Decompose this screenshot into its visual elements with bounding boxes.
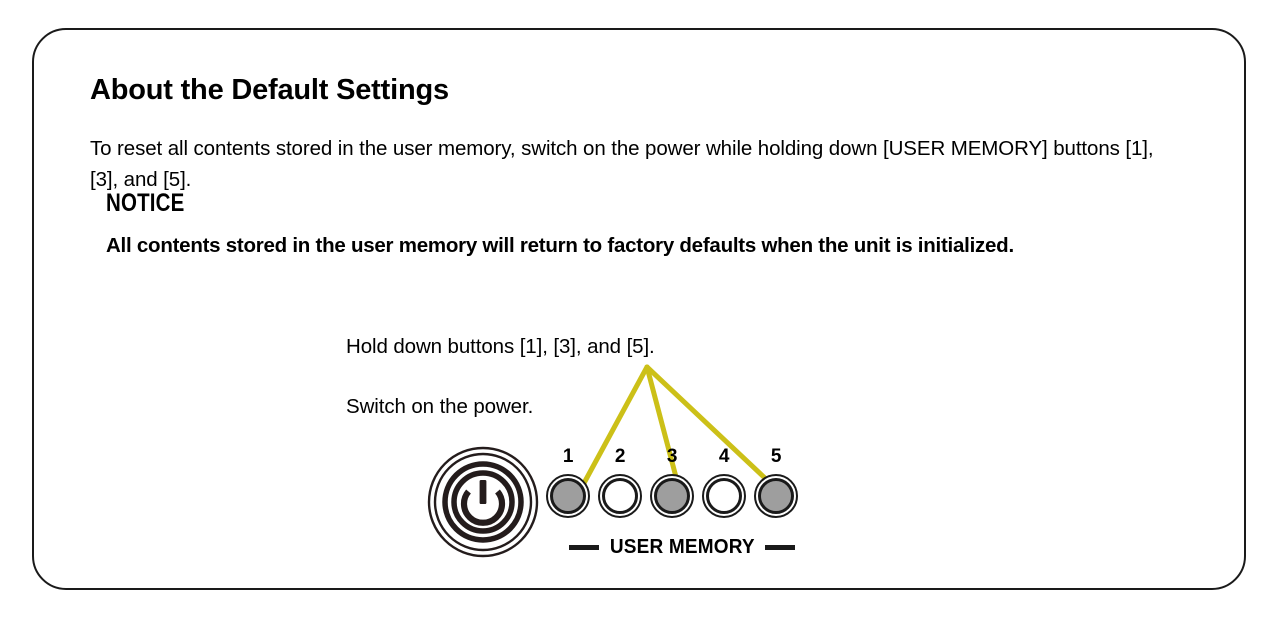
- label-rule-left: [568, 544, 599, 550]
- button-ring-outer: [598, 474, 642, 518]
- leader-line-to-button-3: [644, 364, 684, 499]
- button-ring-inner: [758, 478, 794, 514]
- power-symbol-icon: [427, 446, 539, 558]
- user-memory-number-1: 1: [562, 446, 574, 467]
- user-memory-panel: 1 2 3 4 5: [546, 442, 818, 572]
- user-memory-number-2: 2: [614, 446, 626, 467]
- label-rule-right: [765, 544, 796, 550]
- user-memory-button-3[interactable]: [650, 474, 694, 518]
- user-memory-number-3: 3: [666, 446, 678, 467]
- user-memory-button-2[interactable]: [598, 474, 642, 518]
- power-button[interactable]: [427, 446, 539, 558]
- button-ring-outer: [650, 474, 694, 518]
- callout-switch-power: Switch on the power.: [346, 395, 534, 418]
- intro-paragraph: To reset all contents stored in the user…: [90, 136, 1154, 191]
- button-ring-outer: [754, 474, 798, 518]
- leader-line-to-button-5: [644, 364, 787, 499]
- leader-lines: [574, 364, 787, 499]
- notice-heading: NOTICE: [106, 189, 185, 217]
- button-ring-outer: [546, 474, 590, 518]
- user-memory-button-1[interactable]: [546, 474, 590, 518]
- callout-hold-buttons: Hold down buttons [1], [3], and [5].: [346, 335, 655, 358]
- illustration: Hold down buttons [1], [3], and [5]. Swi…: [34, 30, 1248, 592]
- button-ring-inner: [602, 478, 638, 514]
- user-memory-number-4: 4: [718, 446, 730, 467]
- button-ring-inner: [550, 478, 586, 514]
- notice-block: NOTICE All contents stored in the user m…: [106, 189, 1216, 260]
- button-ring-outer: [702, 474, 746, 518]
- user-memory-number-5: 5: [770, 446, 782, 467]
- leader-line-to-button-1: [574, 364, 650, 499]
- button-ring-inner: [654, 478, 690, 514]
- button-ring-inner: [706, 478, 742, 514]
- user-memory-button-5[interactable]: [754, 474, 798, 518]
- page-title: About the Default Settings: [90, 74, 449, 107]
- notice-body: All contents stored in the user memory w…: [106, 233, 1014, 257]
- user-memory-button-4[interactable]: [702, 474, 746, 518]
- content-panel: About the Default Settings To reset all …: [32, 28, 1246, 590]
- user-memory-label: USER MEMORY: [609, 535, 755, 558]
- user-memory-label-row: USER MEMORY: [546, 534, 818, 560]
